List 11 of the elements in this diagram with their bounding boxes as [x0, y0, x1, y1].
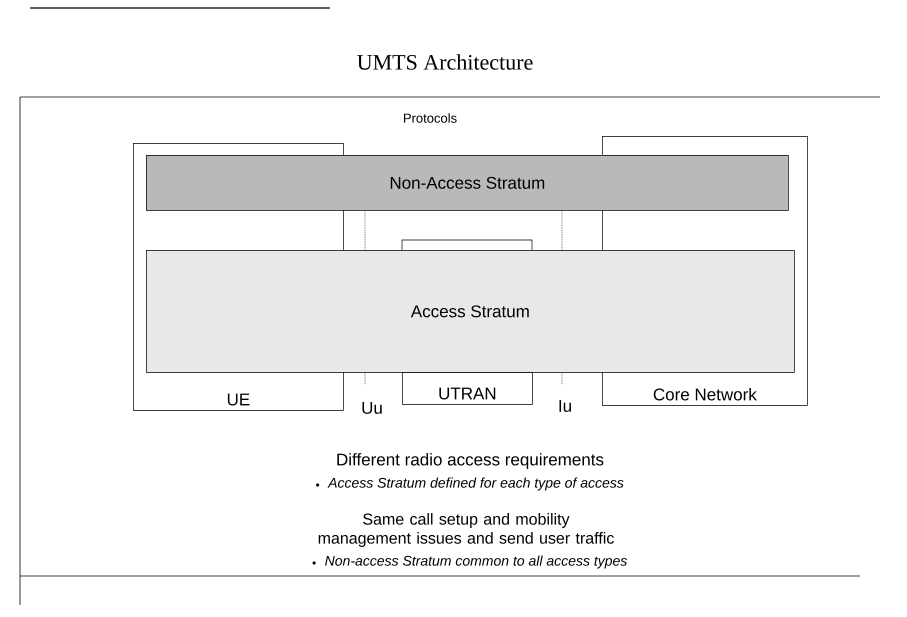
interface-label: Uu	[362, 402, 382, 414]
stratum-band: Access Stratum	[146, 250, 795, 373]
title: UMTS Architecture	[357, 54, 533, 70]
utran-box: UTRAN	[402, 372, 533, 405]
statement-text: Different radio access requirements	[337, 453, 604, 469]
bullet-text: Access Stratum defined for each type of access	[327, 477, 624, 491]
heading: Protocols	[404, 113, 457, 123]
bullet-text: Non-access Stratum common to all access types	[325, 555, 627, 569]
stratum-band: Non-Access Stratum	[146, 155, 789, 211]
interface-label: Iu	[559, 400, 571, 412]
statement-text: Same call setup and mobility management issues and send user traffic	[318, 513, 614, 547]
